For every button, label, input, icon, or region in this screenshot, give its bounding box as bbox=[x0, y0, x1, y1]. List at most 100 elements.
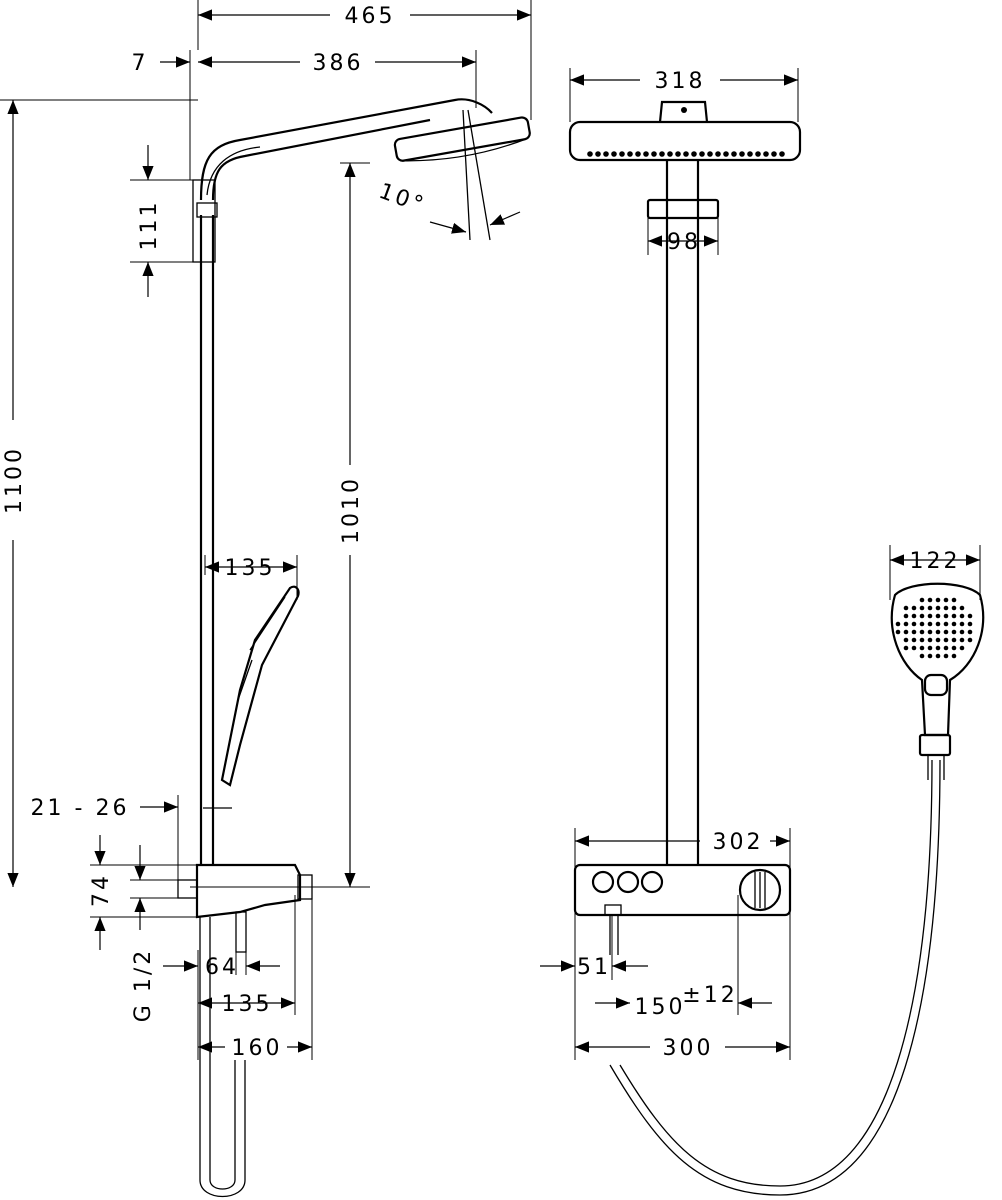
spray-nozzle bbox=[951, 637, 957, 643]
spray-nozzle bbox=[903, 605, 909, 611]
spray-nozzle bbox=[903, 629, 909, 635]
spray-nozzle bbox=[967, 629, 973, 635]
dimension-lines-front bbox=[540, 68, 981, 1060]
dim-handshower-offset: 135 bbox=[225, 556, 276, 581]
dim-wall-distance: 21 - 26 bbox=[31, 796, 130, 821]
dim-head-height: 1010 bbox=[339, 476, 364, 544]
nozzle bbox=[739, 151, 745, 157]
nozzle bbox=[699, 151, 705, 157]
function-button-2 bbox=[616, 870, 640, 894]
spray-nozzle bbox=[903, 621, 909, 627]
spray-nozzle bbox=[951, 621, 957, 627]
spray-nozzle bbox=[943, 653, 949, 659]
outlet-pipe-front bbox=[609, 915, 619, 955]
outlet-nipple bbox=[235, 911, 247, 953]
spray-nozzle bbox=[927, 653, 933, 659]
side-view: 465 7 386 1100 1010 111 10° 135 21 - 26 … bbox=[0, 0, 532, 1198]
spray-nozzle bbox=[943, 597, 949, 603]
spray-nozzle bbox=[927, 621, 933, 627]
nozzle bbox=[747, 151, 753, 157]
spray-nozzle bbox=[959, 637, 965, 643]
spray-nozzle bbox=[919, 645, 925, 651]
spray-nozzle bbox=[911, 637, 917, 643]
dim-front-overall-width: 300 bbox=[663, 1036, 714, 1061]
spray-nozzle bbox=[919, 621, 925, 627]
spray-nozzle bbox=[919, 597, 925, 603]
outlet-front bbox=[604, 904, 622, 916]
nozzle bbox=[707, 151, 713, 157]
spray-nozzle bbox=[919, 653, 925, 659]
temperature-knob bbox=[738, 868, 782, 912]
dim-body-total-depth: 160 bbox=[232, 1036, 283, 1061]
dim-thread: G 1/2 bbox=[131, 948, 156, 1022]
nozzle bbox=[659, 151, 665, 157]
nozzle bbox=[635, 151, 641, 157]
spray-nozzle bbox=[951, 597, 957, 603]
spray-nozzle bbox=[935, 613, 941, 619]
handshower-side bbox=[203, 585, 300, 809]
dim-bracket-height: 111 bbox=[137, 200, 162, 251]
spray-nozzle bbox=[911, 645, 917, 651]
nozzle bbox=[771, 151, 777, 157]
spray-nozzle bbox=[959, 613, 965, 619]
handshower-holder bbox=[918, 733, 952, 757]
spray-nozzle bbox=[959, 629, 965, 635]
dim-body-depth: 135 bbox=[222, 992, 273, 1017]
spray-nozzle bbox=[959, 621, 965, 627]
hose-front bbox=[609, 759, 941, 1196]
spray-nozzle bbox=[935, 637, 941, 643]
spray-nozzle bbox=[927, 645, 933, 651]
riser-pipe bbox=[199, 215, 215, 865]
spray-nozzle bbox=[951, 645, 957, 651]
spray-nozzle bbox=[911, 605, 917, 611]
spray-nozzle bbox=[935, 629, 941, 635]
spray-nozzle bbox=[895, 629, 901, 635]
knob-grip bbox=[754, 872, 766, 908]
spray-nozzle bbox=[903, 637, 909, 643]
spray-nozzle bbox=[959, 605, 965, 611]
wall-bracket bbox=[192, 179, 216, 263]
spray-nozzle bbox=[943, 605, 949, 611]
nozzle bbox=[691, 151, 697, 157]
spray-nozzle bbox=[927, 605, 933, 611]
dim-outlet-offset: 64 bbox=[205, 955, 239, 980]
spray-nozzle bbox=[943, 629, 949, 635]
spray-nozzle bbox=[935, 645, 941, 651]
handshower-button bbox=[923, 673, 949, 697]
overhead-shower-front bbox=[568, 120, 802, 162]
dim-arm-reach: 386 bbox=[313, 51, 364, 76]
nozzle bbox=[763, 151, 769, 157]
nozzle-row bbox=[587, 151, 785, 157]
spray-nozzle bbox=[927, 597, 933, 603]
handshower-front bbox=[890, 582, 985, 780]
overhead-shower-side bbox=[393, 116, 531, 162]
spray-nozzle bbox=[919, 613, 925, 619]
spray-nozzle bbox=[911, 621, 917, 627]
nozzle bbox=[755, 151, 761, 157]
nozzle bbox=[627, 151, 633, 157]
nozzle bbox=[715, 151, 721, 157]
nozzle bbox=[619, 151, 625, 157]
wall-connector bbox=[177, 879, 198, 899]
nozzle bbox=[675, 151, 681, 157]
spray-nozzle bbox=[935, 621, 941, 627]
dim-inlet-tolerance: ±12 bbox=[682, 983, 737, 1008]
spray-nozzle bbox=[967, 637, 973, 643]
spray-nozzle bbox=[919, 629, 925, 635]
nozzle bbox=[603, 151, 609, 157]
dim-inlet-spacing: 150 bbox=[635, 995, 686, 1020]
nozzle bbox=[779, 151, 785, 157]
dim-pipe-collar: 98 bbox=[667, 230, 701, 255]
spray-nozzle bbox=[943, 645, 949, 651]
hose-loop bbox=[199, 917, 246, 1198]
spray-nozzle bbox=[895, 621, 901, 627]
spray-nozzle bbox=[935, 605, 941, 611]
riser-pipe-front bbox=[665, 160, 700, 865]
spray-nozzle bbox=[927, 629, 933, 635]
dim-overall-width: 465 bbox=[345, 4, 396, 29]
nozzle bbox=[643, 151, 649, 157]
dim-wall-offset: 7 bbox=[132, 51, 149, 76]
spray-nozzle bbox=[951, 613, 957, 619]
shower-arm bbox=[199, 98, 493, 201]
